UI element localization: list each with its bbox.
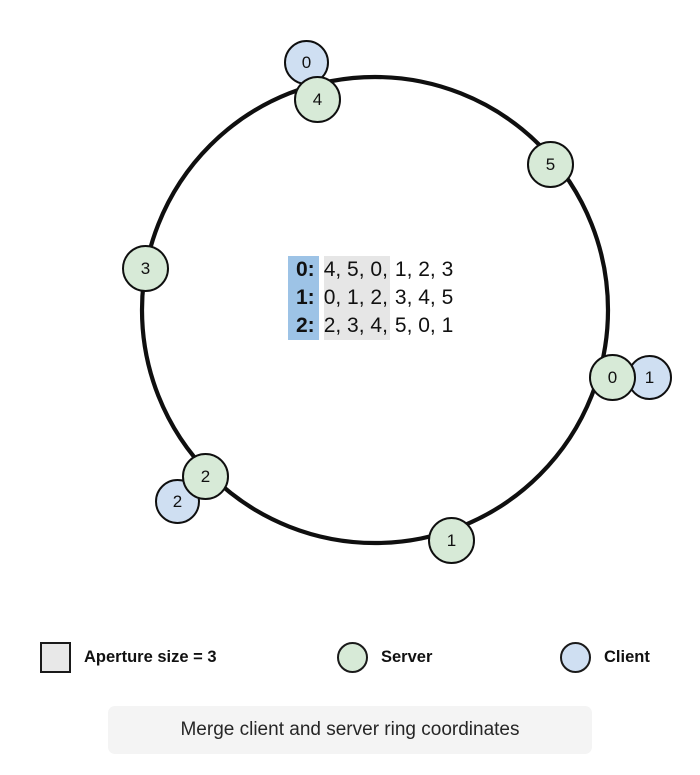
legend-label: Client bbox=[604, 648, 650, 666]
caption-bar: Merge client and server ring coordinates bbox=[108, 706, 592, 754]
remaining-values: 3, 4, 5 bbox=[394, 286, 454, 310]
row-key: 2: bbox=[288, 312, 319, 340]
aperture-values: 0, 1, 2, bbox=[323, 284, 390, 312]
server-node-label: 0 bbox=[607, 368, 618, 387]
coordinate-table: 0: 4, 5, 0, 1, 2, 3 1: 0, 1, 2, 3, 4, 5 … bbox=[288, 256, 453, 340]
server-node-label: 3 bbox=[140, 259, 151, 278]
table-row: 0: 4, 5, 0, 1, 2, 3 bbox=[288, 256, 453, 284]
legend: Aperture size = 3 Server Client bbox=[0, 628, 700, 688]
caption-text: Merge client and server ring coordinates bbox=[180, 719, 520, 740]
legend-item-aperture: Aperture size = 3 bbox=[40, 642, 217, 673]
server-node-2[interactable]: 2 bbox=[182, 453, 229, 500]
table-row: 2: 2, 3, 4, 5, 0, 1 bbox=[288, 312, 453, 340]
ring-circle-svg bbox=[139, 74, 611, 546]
ring-diagram: 0 1 2 4 5 0 1 2 3 0: bbox=[122, 40, 672, 564]
client-node-label: 2 bbox=[172, 492, 183, 511]
server-swatch-icon bbox=[337, 642, 368, 673]
row-values: 2, 3, 4, 5, 0, 1 bbox=[319, 312, 454, 340]
row-values: 4, 5, 0, 1, 2, 3 bbox=[319, 256, 454, 284]
aperture-swatch-icon bbox=[40, 642, 71, 673]
legend-item-server: Server bbox=[337, 642, 432, 673]
client-node-label: 0 bbox=[301, 53, 312, 72]
row-key: 1: bbox=[288, 284, 319, 312]
server-node-label: 1 bbox=[446, 531, 457, 550]
table-row: 1: 0, 1, 2, 3, 4, 5 bbox=[288, 284, 453, 312]
server-node-label: 4 bbox=[312, 90, 323, 109]
client-node-label: 1 bbox=[644, 368, 655, 387]
server-node-label: 5 bbox=[545, 155, 556, 174]
server-node-0[interactable]: 0 bbox=[589, 354, 636, 401]
legend-label: Server bbox=[381, 648, 433, 666]
aperture-values: 2, 3, 4, bbox=[323, 312, 390, 340]
row-key: 0: bbox=[288, 256, 319, 284]
ring-path bbox=[139, 74, 611, 546]
server-node-1[interactable]: 1 bbox=[428, 517, 475, 564]
server-node-3[interactable]: 3 bbox=[122, 245, 169, 292]
aperture-values: 4, 5, 0, bbox=[323, 256, 390, 284]
server-node-4[interactable]: 4 bbox=[294, 76, 341, 123]
server-node-label: 2 bbox=[200, 467, 211, 486]
client-swatch-icon bbox=[560, 642, 591, 673]
server-node-5[interactable]: 5 bbox=[527, 141, 574, 188]
row-values: 0, 1, 2, 3, 4, 5 bbox=[319, 284, 454, 312]
legend-item-client: Client bbox=[560, 642, 650, 673]
remaining-values: 5, 0, 1 bbox=[394, 314, 454, 338]
legend-label: Aperture size = 3 bbox=[84, 648, 217, 666]
remaining-values: 1, 2, 3 bbox=[394, 258, 454, 282]
